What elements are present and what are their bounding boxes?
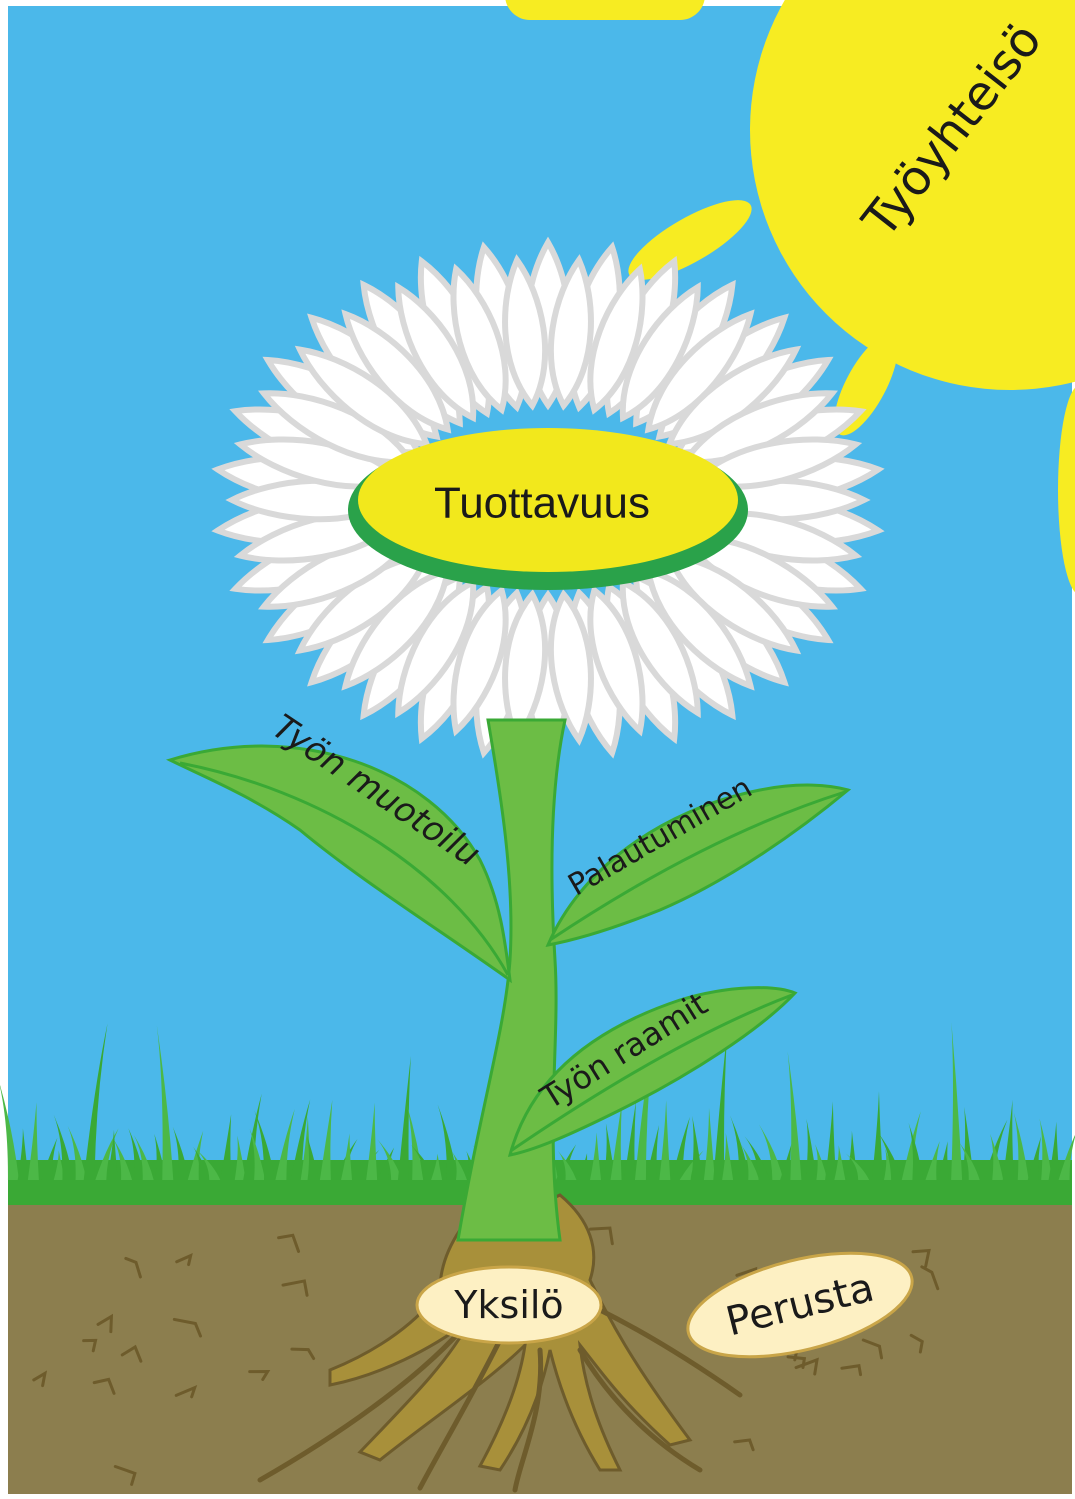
root-label: Yksilö <box>453 1283 563 1327</box>
sun-ray-top <box>505 0 705 20</box>
flower-center-label: Tuottavuus <box>434 479 650 528</box>
root-label-pill: Yksilö <box>417 1267 601 1343</box>
flower-center: Tuottavuus <box>348 428 748 590</box>
